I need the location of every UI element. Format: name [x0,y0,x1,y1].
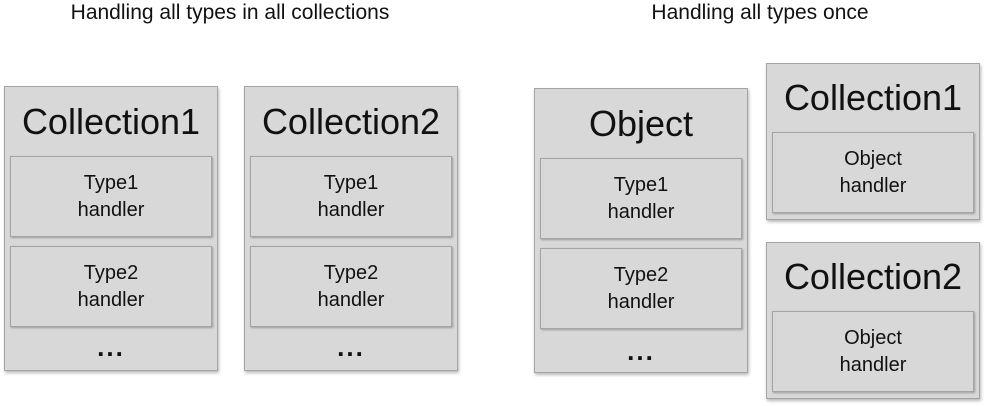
right-collection1-title: Collection1 [783,77,963,118]
handler-label: Type2 handler [317,261,385,311]
handler-label: Type1 handler [317,171,385,221]
collection1-title: Collection1 [21,101,201,142]
object-title: Object [588,103,694,144]
right-collection2-object-handler: Object handler [772,311,974,392]
handler-label: Type1 handler [607,173,675,223]
handler-label: Type2 handler [77,261,145,311]
right-collection1-box: Collection1 Object handler [766,63,980,220]
collection2-more-ellipsis: ... [337,332,365,362]
collection1-type2-handler: Type2 handler [10,246,212,327]
handler-label: Object handler [839,326,907,376]
collection2-type1-handler: Type1 handler [250,156,452,237]
right-collection2-box: Collection2 Object handler [766,242,980,399]
left-heading: Handling all types in all collections [70,1,390,24]
handler-label: Object handler [839,147,907,197]
right-collection1-object-handler: Object handler [772,132,974,213]
collection1-more-ellipsis: ... [97,332,125,362]
right-collection2-title: Collection2 [783,256,963,297]
handler-label: Type1 handler [77,171,145,221]
object-box: Object Type1 handler Type2 handler ... [534,88,748,373]
right-heading: Handling all types once [651,1,869,24]
handler-label: Type2 handler [607,263,675,313]
collection2-box: Collection2 Type1 handler Type2 handler … [244,86,458,371]
collection1-type1-handler: Type1 handler [10,156,212,237]
object-more-ellipsis: ... [627,336,655,366]
object-type1-handler: Type1 handler [540,158,742,239]
object-type2-handler: Type2 handler [540,248,742,329]
collection2-type2-handler: Type2 handler [250,246,452,327]
collection2-title: Collection2 [261,101,441,142]
collection1-box: Collection1 Type1 handler Type2 handler … [4,86,218,371]
